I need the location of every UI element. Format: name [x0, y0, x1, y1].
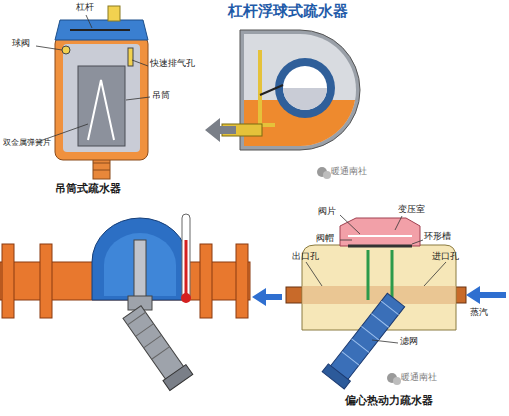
- disc-trap-part: [302, 286, 456, 304]
- part-label: 蒸汽: [470, 307, 488, 317]
- part-label: 变压室: [398, 204, 425, 214]
- bucket-trap-part: [88, 80, 114, 140]
- thermostatic-trap-part: [185, 240, 188, 298]
- leader-line-part: [340, 240, 352, 241]
- part-label: 环形槽: [424, 231, 451, 241]
- float-trap-part: [205, 118, 236, 142]
- bucket-trap-part: [93, 170, 110, 171]
- disc-trap-part-part: [371, 314, 388, 328]
- leader-line-part: [126, 97, 150, 100]
- part-label: 进口孔: [432, 251, 459, 261]
- leader-line: [36, 15, 446, 343]
- bucket-trap-part: [55, 36, 148, 160]
- float-trap-part: [275, 58, 335, 118]
- disc-trap-part: [286, 287, 466, 303]
- watermark-icon-part: [393, 377, 401, 385]
- diagram-title: 杠杆浮球式疏水器: [228, 3, 348, 20]
- disc-trap-part-part: [328, 293, 404, 382]
- part-label: 球阀: [12, 38, 30, 48]
- float-trap-part: [283, 66, 327, 110]
- part-label: 出口孔: [292, 251, 319, 261]
- leader-line-part: [395, 216, 402, 230]
- bucket-trap-part: [55, 20, 148, 40]
- disc-trap: [286, 218, 506, 389]
- float-trap-part: [260, 50, 275, 125]
- thermostatic-trap-part: [236, 244, 248, 318]
- thermostatic-trap-part: [2, 244, 14, 318]
- thermostatic-trap-part: [181, 293, 191, 303]
- thermostatic-trap-part-part: [128, 312, 146, 325]
- thermostatic-trap-part: [252, 288, 282, 306]
- watermark: 暖通南社: [401, 372, 437, 382]
- watermark: 暖通南社: [331, 166, 367, 176]
- disc-trap-part: [367, 250, 370, 300]
- thermostatic-trap-part-part: [152, 347, 170, 360]
- disc-trap-part-part: [342, 352, 359, 366]
- watermark-icon-part: [323, 171, 331, 179]
- thermostatic-trap-part-part: [144, 335, 162, 348]
- thermostatic-trap-part: [182, 214, 190, 302]
- float-trap-part: [283, 88, 327, 110]
- thermostatic-trap-part-part: [163, 365, 193, 391]
- disc-trap-part-part: [381, 301, 398, 315]
- thermostatic-trap-part: [121, 304, 193, 391]
- part-label: 快速排气孔: [150, 58, 195, 68]
- thermostatic-trap-part: [200, 244, 212, 318]
- bucket-trap-part: [78, 66, 125, 146]
- bucket-trap: [55, 6, 148, 179]
- bucket-trap-part: [128, 48, 133, 66]
- leader-line-part: [412, 240, 423, 244]
- bucket-trap-part: [70, 29, 130, 31]
- disc-trap-part-part: [322, 364, 350, 389]
- part-label: 双金属弹簧片: [3, 138, 51, 147]
- disc-trap-part-part: [361, 326, 378, 340]
- thermostatic-trap: [0, 214, 282, 390]
- disc-trap-part: [391, 250, 394, 300]
- leader-line-part: [36, 46, 62, 50]
- leader-line-part: [340, 215, 360, 234]
- disc-trap-part: [348, 235, 412, 237]
- thermostatic-trap-part-part: [136, 324, 154, 337]
- leader-line-part: [306, 262, 322, 286]
- figure-caption: 吊筒式疏水器: [55, 183, 121, 196]
- part-label: 吊筒: [152, 90, 170, 100]
- part-label: 杠杆: [76, 2, 94, 12]
- part-label: 阀帽: [316, 233, 334, 243]
- leader-line-part: [424, 262, 446, 286]
- leader-line-part: [372, 340, 398, 343]
- thermostatic-trap-part: [134, 240, 146, 300]
- bucket-trap-part: [93, 163, 110, 164]
- part-label: 阀片: [318, 206, 336, 216]
- part-label: 滤网: [400, 336, 418, 346]
- disc-trap-part: [348, 245, 412, 248]
- float-trap-part: [244, 100, 356, 146]
- float-trap: [205, 30, 360, 150]
- disc-trap-part: [322, 291, 407, 389]
- disc-trap-part-part: [352, 339, 369, 353]
- bucket-trap-part: [63, 44, 140, 152]
- disc-trap-part: [340, 218, 420, 246]
- disc-trap-part: [466, 286, 506, 304]
- figure-caption: 偏心热动力疏水器: [345, 395, 433, 408]
- leader-line-part: [86, 15, 92, 28]
- leader-line-part: [132, 60, 148, 66]
- thermostatic-trap-part: [92, 218, 188, 300]
- thermostatic-trap-part: [40, 244, 52, 318]
- bucket-trap-part: [108, 6, 120, 21]
- float-trap-part: [260, 85, 283, 95]
- bucket-trap-part: [62, 46, 70, 54]
